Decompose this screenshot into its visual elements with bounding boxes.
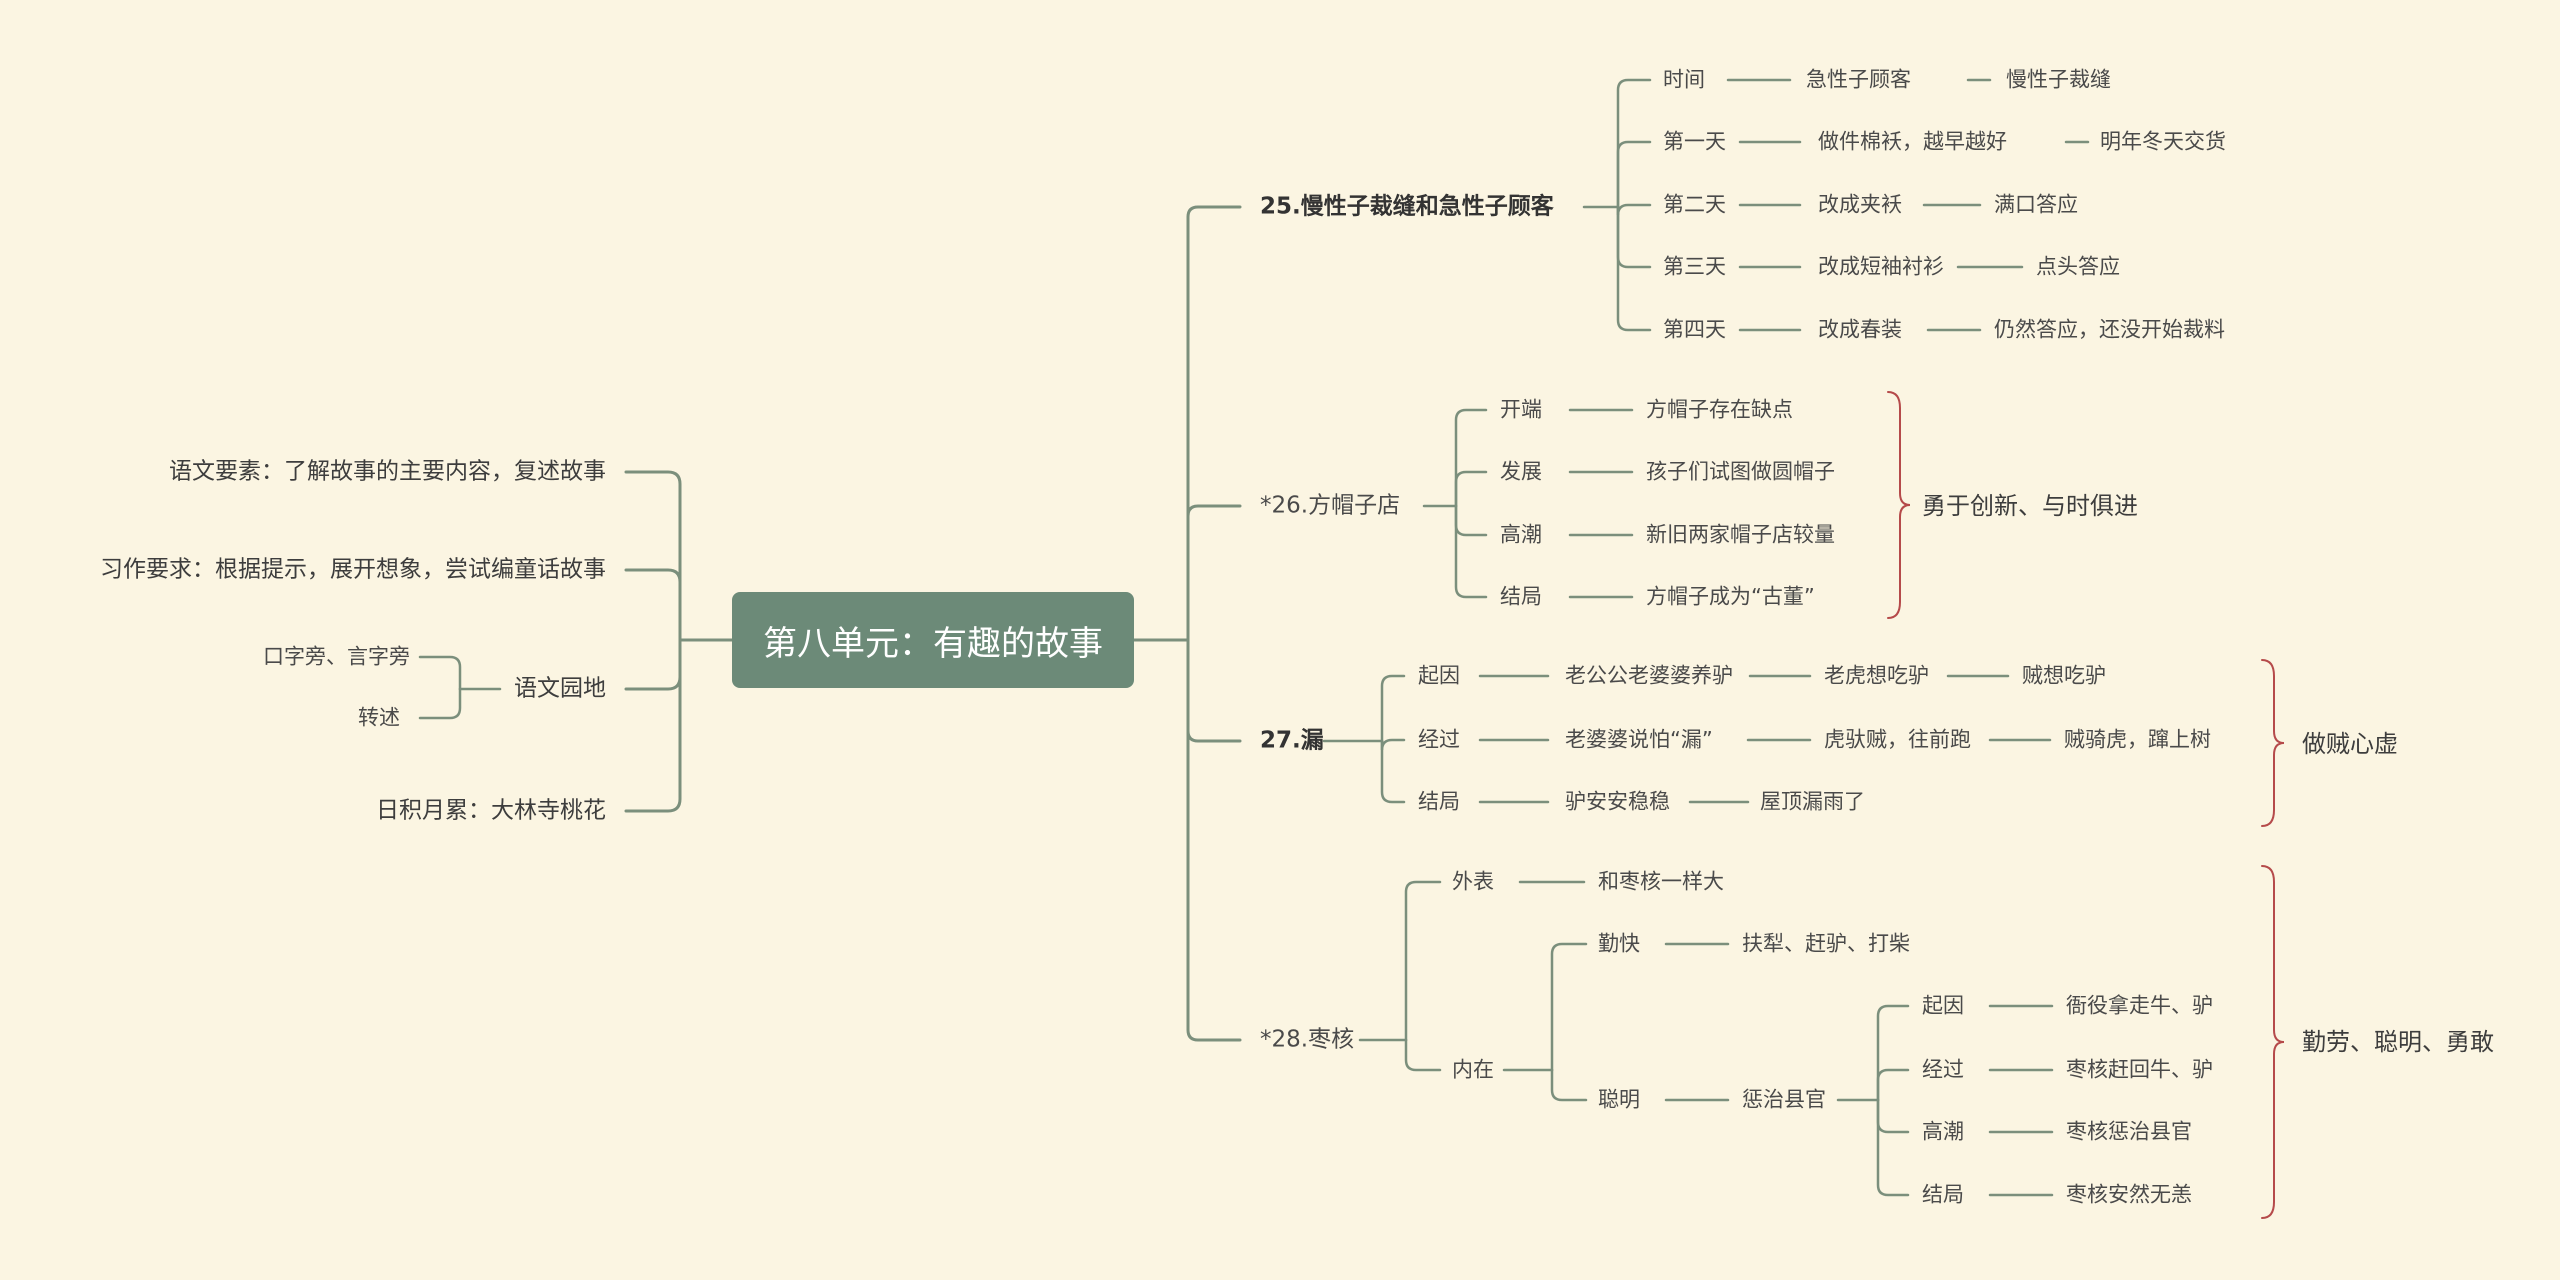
garden-child-radicals[interactable]: 口字旁、言字旁 [263, 644, 410, 669]
lesson-27-title[interactable]: 27.漏 [1260, 727, 1324, 754]
b28-cong-r0-c0[interactable]: 起因 [1922, 993, 1964, 1018]
b26-r2-c0[interactable]: 高潮 [1500, 522, 1542, 547]
b27-r1-c1[interactable]: 老婆婆说怕“漏” [1565, 727, 1713, 752]
b25-r4-c2[interactable]: 仍然答应，还没开始裁料 [1994, 317, 2225, 342]
b28-cong-r3-c0[interactable]: 结局 [1922, 1182, 1964, 1207]
garden-b1 [418, 687, 462, 720]
b27-r0-c1[interactable]: 老公公老婆婆养驴 [1565, 663, 1733, 688]
b28-cong-r0-c1[interactable]: 衙役拿走牛、驴 [2066, 993, 2213, 1018]
left-node-elements[interactable]: 语文要素：了解故事的主要内容，复述故事 [169, 458, 606, 485]
b25-r4-c1[interactable]: 改成春装 [1818, 317, 1902, 342]
b27-b0 [1380, 674, 1406, 743]
root-right-b3 [1186, 638, 1242, 1042]
b25-r0-c0[interactable]: 时间 [1663, 67, 1705, 92]
b28-cong-r2-c1[interactable]: 枣核惩治县官 [2066, 1119, 2192, 1144]
b25-r1-c1[interactable]: 做件棉袄，越早越好 [1818, 129, 2007, 154]
root-node[interactable]: 第八单元：有趣的故事 [732, 592, 1134, 688]
b26-brace [1887, 391, 1911, 619]
b27-b2 [1380, 739, 1406, 804]
lesson-28-title[interactable]: *28.枣核 [1260, 1026, 1355, 1053]
b28-cong-r3-c1[interactable]: 枣核安然无恙 [2066, 1182, 2192, 1207]
b28-cong-r2-c0[interactable]: 高潮 [1922, 1119, 1964, 1144]
b28-inner-b1 [1550, 1068, 1588, 1102]
b28-cong-b0 [1876, 1004, 1910, 1102]
b25-b2 [1616, 203, 1652, 216]
b25-r3-c0[interactable]: 第三天 [1663, 254, 1726, 279]
b28-brace [2261, 865, 2285, 1219]
left-node-poem[interactable]: 日积月累：大林寺桃花 [376, 797, 606, 824]
b28-qin-value[interactable]: 扶犁、赶驴、打柴 [1742, 931, 1910, 956]
garden-child-retell[interactable]: 转述 [358, 705, 400, 730]
b25-r1-c2[interactable]: 明年冬天交货 [2100, 129, 2226, 154]
b25-r1-c0[interactable]: 第一天 [1663, 129, 1726, 154]
b27-r0-c2[interactable]: 老虎想吃驴 [1824, 663, 1929, 688]
b28-cong-b1 [1876, 1068, 1910, 1102]
b25-r3-c2[interactable]: 点头答应 [2036, 254, 2120, 279]
root-right-b0 [1186, 205, 1242, 642]
left-node-writing[interactable]: 习作要求：根据提示，展开想象，尝试编童话故事 [100, 556, 606, 583]
b25-b3 [1616, 205, 1652, 269]
b28-cong-b3 [1876, 1098, 1910, 1197]
b28-cong-r1-c0[interactable]: 经过 [1922, 1057, 1964, 1082]
b25-r3-c1[interactable]: 改成短袖衬衫 [1818, 254, 1944, 279]
b27-r0-c0[interactable]: 起因 [1418, 663, 1460, 688]
b26-r0-c1[interactable]: 方帽子存在缺点 [1646, 397, 1793, 422]
b28-inner-label[interactable]: 内在 [1452, 1057, 1494, 1082]
b27-r1-c0[interactable]: 经过 [1418, 727, 1460, 752]
root-right-b1 [1186, 504, 1242, 642]
b26-r0-c0[interactable]: 开端 [1500, 397, 1542, 422]
b25-r2-c0[interactable]: 第二天 [1663, 192, 1726, 217]
b28-inner-b0 [1550, 942, 1588, 1072]
b27-b1 [1380, 738, 1406, 751]
b25-r4-c0[interactable]: 第四天 [1663, 317, 1726, 342]
root-left-b0 [624, 470, 682, 642]
b25-r2-c1[interactable]: 改成夹袄 [1818, 192, 1902, 217]
b27-r1-c2[interactable]: 虎驮贼，往前跑 [1824, 727, 1971, 752]
left-node-garden[interactable]: 语文园地 [514, 675, 606, 702]
b27-brace [2261, 659, 2285, 827]
b26-b3 [1454, 504, 1488, 599]
lesson-26-title[interactable]: *26.方帽子店 [1260, 492, 1401, 519]
b27-r0-c3[interactable]: 贼想吃驴 [2022, 663, 2106, 688]
b25-r0-c1[interactable]: 急性子顾客 [1806, 67, 1911, 92]
b27-r1-c3[interactable]: 贼骑虎，蹿上树 [2064, 727, 2211, 752]
b27-r2-c0[interactable]: 结局 [1418, 789, 1460, 814]
b26-r2-c1[interactable]: 新旧两家帽子店较量 [1646, 522, 1835, 547]
root-left-b1 [624, 568, 682, 642]
b26-b0 [1454, 408, 1488, 508]
b27-summary[interactable]: 做贼心虚 [2302, 730, 2398, 758]
root-left-b3 [624, 638, 682, 813]
b25-b1 [1616, 140, 1652, 209]
b28-cong-label[interactable]: 聪明 [1598, 1087, 1640, 1112]
b26-summary[interactable]: 勇于创新、与时俱进 [1922, 492, 2138, 520]
b28-outer-label[interactable]: 外表 [1452, 869, 1494, 894]
b25-r2-c2[interactable]: 满口答应 [1994, 192, 2078, 217]
b27-r2-c2[interactable]: 屋顶漏雨了 [1760, 789, 1865, 814]
root-title: 第八单元：有趣的故事 [763, 623, 1103, 664]
b28-cong-r1-c1[interactable]: 枣核赶回牛、驴 [2066, 1057, 2213, 1082]
b28-cong-b2 [1876, 1098, 1910, 1134]
b28-cong-mid[interactable]: 惩治县官 [1742, 1087, 1826, 1112]
root-left-b2 [624, 638, 682, 691]
b26-r3-c0[interactable]: 结局 [1500, 584, 1542, 609]
b28-outer-value[interactable]: 和枣核一样大 [1598, 869, 1724, 894]
b26-b2 [1454, 504, 1488, 537]
b27-r2-c1[interactable]: 驴安安稳稳 [1565, 789, 1670, 814]
b26-r1-c0[interactable]: 发展 [1500, 459, 1542, 484]
root-right-b2 [1186, 638, 1242, 743]
lesson-25-title[interactable]: 25.慢性子裁缝和急性子顾客 [1260, 193, 1554, 220]
garden-b0 [418, 655, 462, 691]
b25-b4 [1616, 205, 1652, 332]
b25-b0 [1616, 78, 1652, 209]
b25-r0-c2[interactable]: 慢性子裁缝 [2006, 67, 2111, 92]
b26-r1-c1[interactable]: 孩子们试图做圆帽子 [1646, 459, 1835, 484]
b28-qin-label[interactable]: 勤快 [1598, 931, 1640, 956]
b26-r3-c1[interactable]: 方帽子成为“古董” [1646, 584, 1815, 609]
b28-summary[interactable]: 勤劳、聪明、勇敢 [2302, 1028, 2494, 1056]
b28-b1 [1404, 1038, 1442, 1072]
b26-b1 [1454, 470, 1488, 508]
b28-b0 [1404, 880, 1442, 1042]
